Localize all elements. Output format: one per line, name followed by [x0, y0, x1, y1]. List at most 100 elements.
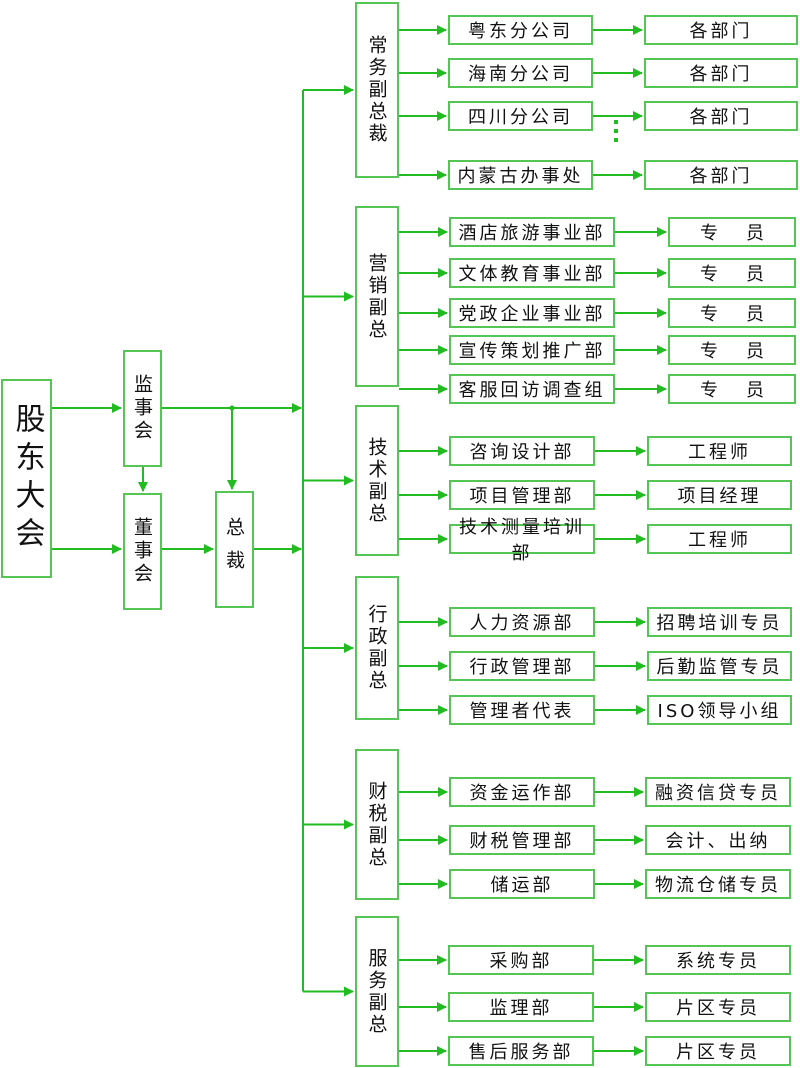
role-box[interactable]: 专员 — [668, 258, 796, 288]
department-box[interactable]: 四川分公司 — [448, 101, 593, 131]
department-box[interactable]: 宣传策划推广部 — [449, 335, 615, 365]
role-box[interactable]: 专员 — [668, 335, 796, 365]
department-box[interactable]: 储运部 — [449, 869, 595, 899]
role-box[interactable]: 融资信贷专员 — [645, 777, 791, 807]
role-box-label: 各部门 — [689, 107, 753, 128]
department-box[interactable]: 监理部 — [448, 992, 594, 1022]
role-box-label: 片区专员 — [676, 998, 760, 1019]
department-box-label: 管理者代表 — [469, 701, 575, 722]
vp-box-label: 技术副总 — [365, 436, 388, 525]
department-box-label: 监理部 — [489, 998, 553, 1019]
role-box-label: 片区专员 — [676, 1042, 760, 1063]
role-box[interactable]: 片区专员 — [645, 1036, 791, 1066]
role-box-label: 融资信贷专员 — [655, 783, 781, 804]
role-box-label: 各部门 — [689, 21, 753, 42]
role-box-label: 会计、出纳 — [665, 831, 771, 852]
department-box-label: 客服回访调查组 — [458, 380, 606, 401]
department-box-label: 行政管理部 — [469, 657, 575, 678]
department-box-label: 海南分公司 — [468, 64, 573, 85]
department-box-label: 内蒙古办事处 — [457, 166, 584, 187]
president-label: 总裁 — [223, 516, 245, 583]
role-box[interactable]: 各部门 — [644, 15, 798, 45]
role-box-label: 各部门 — [689, 64, 753, 85]
department-box[interactable]: 管理者代表 — [449, 695, 595, 725]
role-box[interactable]: 各部门 — [644, 58, 798, 88]
department-box[interactable]: 售后服务部 — [448, 1036, 594, 1066]
role-box-label: 专员 — [700, 264, 792, 285]
vp-box[interactable]: 行政副总 — [355, 576, 399, 720]
role-box[interactable]: 物流仓储专员 — [645, 869, 791, 899]
department-box-label: 技术测量培训部 — [459, 517, 585, 564]
vp-box-label: 营销副总 — [365, 252, 388, 341]
vp-box[interactable]: 营销副总 — [355, 206, 399, 387]
department-box-label: 党政企业事业部 — [458, 304, 606, 325]
department-box[interactable]: 海南分公司 — [448, 58, 593, 88]
vp-box[interactable]: 财税副总 — [355, 749, 399, 900]
role-box[interactable]: 系统专员 — [645, 945, 791, 975]
president-box[interactable]: 总裁 — [215, 491, 254, 608]
shareholders-meeting-box[interactable]: 股东大会 — [1, 379, 52, 578]
role-box-label: 招聘培训专员 — [656, 613, 783, 634]
role-box[interactable]: ISO领导小组 — [647, 695, 792, 725]
role-box-label: 工程师 — [688, 530, 751, 551]
department-box-label: 采购部 — [489, 951, 553, 972]
department-box[interactable]: 人力资源部 — [449, 607, 595, 637]
role-box[interactable]: 各部门 — [644, 101, 798, 131]
shareholders-meeting-label: 股东大会 — [9, 402, 45, 555]
department-box[interactable]: 资金运作部 — [449, 777, 595, 807]
department-box[interactable]: 文体教育事业部 — [449, 258, 615, 288]
role-box[interactable]: 招聘培训专员 — [647, 607, 792, 637]
role-box[interactable]: 片区专员 — [645, 992, 791, 1022]
role-box[interactable]: 专员 — [668, 298, 796, 328]
department-box[interactable]: 采购部 — [448, 945, 594, 975]
department-box-label: 宣传策划推广部 — [458, 341, 606, 362]
department-box-label: 售后服务部 — [468, 1042, 574, 1063]
department-box[interactable]: 内蒙古办事处 — [448, 160, 593, 190]
role-box[interactable]: 专员 — [668, 374, 796, 404]
ellipsis-more-branches — [614, 120, 620, 147]
role-box-label: 专员 — [700, 304, 792, 325]
role-box[interactable]: 会计、出纳 — [645, 825, 791, 855]
department-box[interactable]: 财税管理部 — [449, 825, 595, 855]
department-box-label: 粤东分公司 — [468, 21, 573, 42]
role-box-label: 系统专员 — [676, 951, 760, 972]
department-box-label: 咨询设计部 — [469, 442, 575, 463]
department-box-label: 资金运作部 — [469, 783, 575, 804]
vp-box[interactable]: 服务副总 — [355, 916, 399, 1067]
department-box-label: 财税管理部 — [469, 831, 575, 852]
vp-box-label: 财税副总 — [365, 780, 388, 869]
vp-box-label: 服务副总 — [365, 947, 388, 1036]
vp-box[interactable]: 常务副总裁 — [355, 2, 399, 178]
role-box-label: 专员 — [700, 341, 792, 362]
supervisory-board-box[interactable]: 监事会 — [123, 350, 162, 467]
department-box[interactable]: 咨询设计部 — [449, 436, 595, 466]
department-box[interactable]: 酒店旅游事业部 — [449, 217, 615, 247]
board-of-directors-label: 董事会 — [131, 517, 153, 586]
vp-box-label: 常务副总裁 — [365, 35, 388, 145]
department-box[interactable]: 行政管理部 — [449, 651, 595, 681]
role-box[interactable]: 项目经理 — [647, 480, 792, 510]
ellipsis-dot — [614, 120, 618, 124]
department-box[interactable]: 技术测量培训部 — [449, 517, 595, 564]
ellipsis-dot — [614, 129, 618, 133]
junction-dot — [229, 405, 235, 411]
role-box-label: 物流仓储专员 — [655, 875, 781, 896]
department-box[interactable]: 党政企业事业部 — [449, 298, 615, 328]
role-box[interactable]: 专员 — [668, 217, 796, 247]
department-box[interactable]: 项目管理部 — [449, 480, 595, 510]
department-box-label: 人力资源部 — [469, 613, 575, 634]
role-box[interactable]: 后勤监管专员 — [647, 651, 792, 681]
board-of-directors-box[interactable]: 董事会 — [123, 493, 162, 610]
role-box-label: 各部门 — [689, 166, 753, 187]
role-box-label: 工程师 — [688, 442, 751, 463]
department-box[interactable]: 客服回访调查组 — [449, 374, 615, 404]
department-box[interactable]: 粤东分公司 — [448, 15, 593, 45]
department-box-label: 项目管理部 — [469, 486, 575, 507]
role-box[interactable]: 工程师 — [647, 524, 792, 554]
department-box-label: 文体教育事业部 — [458, 264, 606, 285]
role-box-label: 项目经理 — [677, 486, 762, 507]
vp-box[interactable]: 技术副总 — [355, 405, 399, 556]
role-box[interactable]: 工程师 — [647, 436, 792, 466]
role-box[interactable]: 各部门 — [644, 160, 798, 190]
